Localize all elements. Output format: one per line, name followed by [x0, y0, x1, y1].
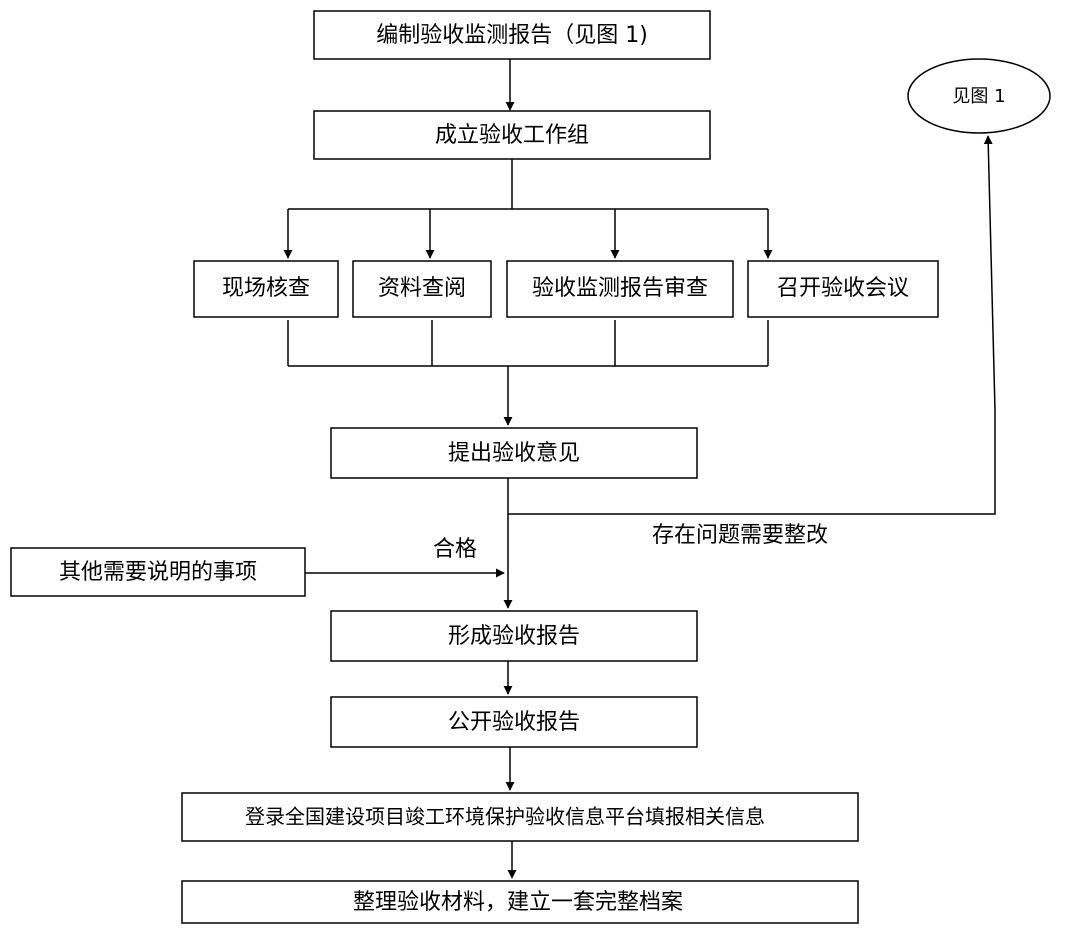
edge-label-pass: 合格	[433, 537, 477, 562]
node-other-items-label: 其他需要说明的事项	[59, 560, 257, 585]
node-report-review: 验收监测报告审查	[506, 260, 734, 318]
node-site-check-label: 现场核查	[222, 276, 310, 301]
node-login-platform-label: 登录全国建设项目竣工环境保护验收信息平台填报相关信息	[245, 805, 765, 829]
node-site-check: 现场核查	[193, 260, 339, 318]
node-doc-review: 资料查阅	[352, 260, 492, 318]
node-propose-opinion: 提出验收意见	[330, 427, 698, 479]
edge-label-needs-fix: 存在问题需要整改	[652, 523, 828, 548]
node-publish-report: 公开验收报告	[330, 696, 698, 748]
node-report-review-label: 验收监测报告审查	[532, 276, 708, 301]
node-hold-meeting-label: 召开验收会议	[777, 276, 909, 301]
node-see-fig1-label: 见图 1	[952, 86, 1005, 107]
node-compile-report: 编制验收监测报告（见图 1)	[313, 10, 711, 60]
node-doc-review-label: 资料查阅	[378, 276, 466, 301]
node-hold-meeting: 召开验收会议	[747, 260, 939, 318]
node-form-report: 形成验收报告	[330, 610, 698, 662]
edge-feedback-arrow	[983, 135, 996, 411]
node-login-platform: 登录全国建设项目竣工环境保护验收信息平台填报相关信息	[181, 792, 859, 842]
node-other-items: 其他需要说明的事项	[10, 547, 306, 597]
node-organize-archive-label: 整理验收材料，建立一套完整档案	[353, 890, 683, 915]
node-organize-archive: 整理验收材料，建立一套完整档案	[181, 880, 859, 924]
node-form-group: 成立验收工作组	[313, 110, 711, 160]
edge-feedback-path	[508, 410, 996, 515]
node-publish-report-label: 公开验收报告	[448, 710, 580, 735]
node-compile-report-label: 编制验收监测报告（见图 1)	[376, 23, 648, 48]
node-form-group-label: 成立验收工作组	[435, 123, 589, 148]
node-see-fig1: 见图 1	[907, 58, 1051, 134]
node-propose-opinion-label: 提出验收意见	[448, 441, 580, 466]
node-form-report-label: 形成验收报告	[448, 624, 580, 649]
